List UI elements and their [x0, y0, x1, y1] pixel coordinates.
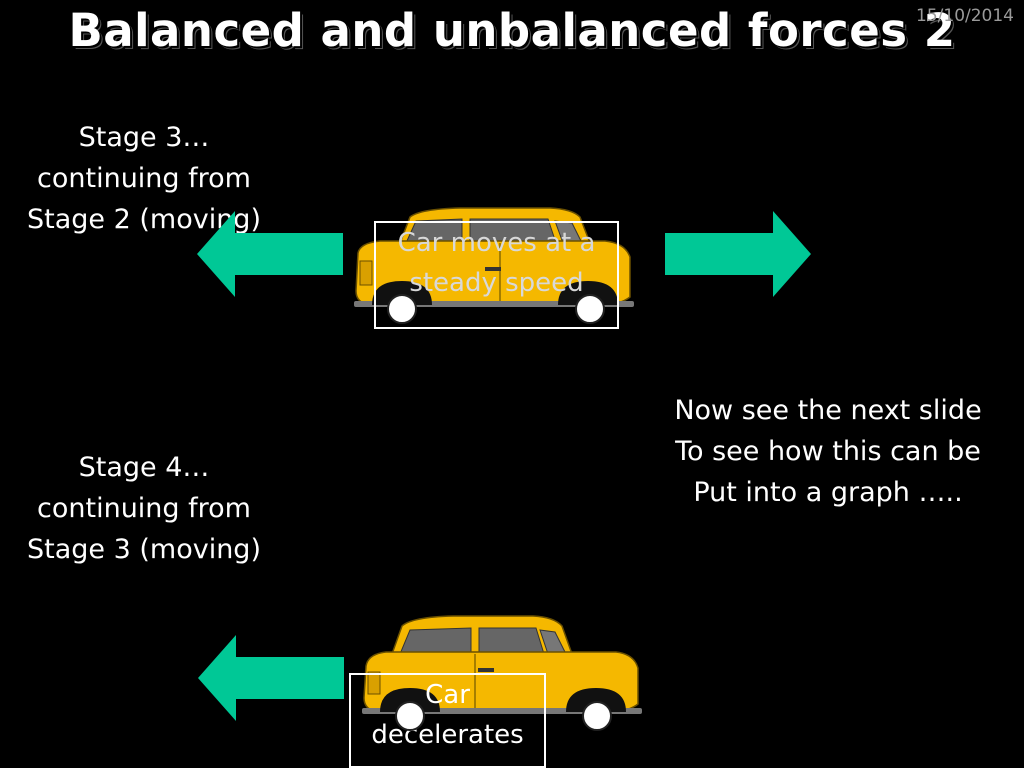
stage4-box-line-2: decelerates: [371, 720, 524, 750]
wheel-icon: [387, 294, 417, 324]
note-line-3: Put into a graph …..: [693, 477, 963, 508]
slide-title: Balanced and unbalanced forces 2: [68, 4, 956, 57]
car-icon: [350, 205, 635, 325]
wheel-icon: [395, 701, 425, 731]
next-slide-note: Now see the next slide To see how this c…: [636, 390, 1020, 513]
car-icon: [358, 612, 643, 732]
stage3-box-line-1: Car moves at a: [397, 228, 596, 258]
stage3-box-line-2: steady speed: [409, 268, 584, 298]
stage4-line-1: Stage 4…: [78, 452, 210, 483]
arrow-left-icon: [197, 211, 343, 297]
slide-date: 15/10/2014: [916, 6, 1014, 26]
stage4-box-line-1: Car: [425, 680, 470, 710]
stage3-line-2: continuing from: [37, 163, 251, 194]
stage3-line-1: Stage 3…: [78, 122, 210, 153]
note-line-2: To see how this can be: [675, 436, 981, 467]
stage4-line-2: continuing from: [37, 493, 251, 524]
stage4-status-box: Car decelerates: [349, 673, 546, 768]
arrow-right-icon: [665, 211, 811, 297]
wheel-icon: [575, 294, 605, 324]
stage4-text: Stage 4… continuing from Stage 3 (moving…: [8, 447, 280, 570]
stage3-status-box: Car moves at a steady speed: [374, 221, 619, 329]
stage4-line-3: Stage 3 (moving): [27, 534, 261, 565]
wheel-icon: [582, 701, 612, 731]
arrow-left-icon: [198, 635, 344, 721]
note-line-1: Now see the next slide: [674, 395, 982, 426]
